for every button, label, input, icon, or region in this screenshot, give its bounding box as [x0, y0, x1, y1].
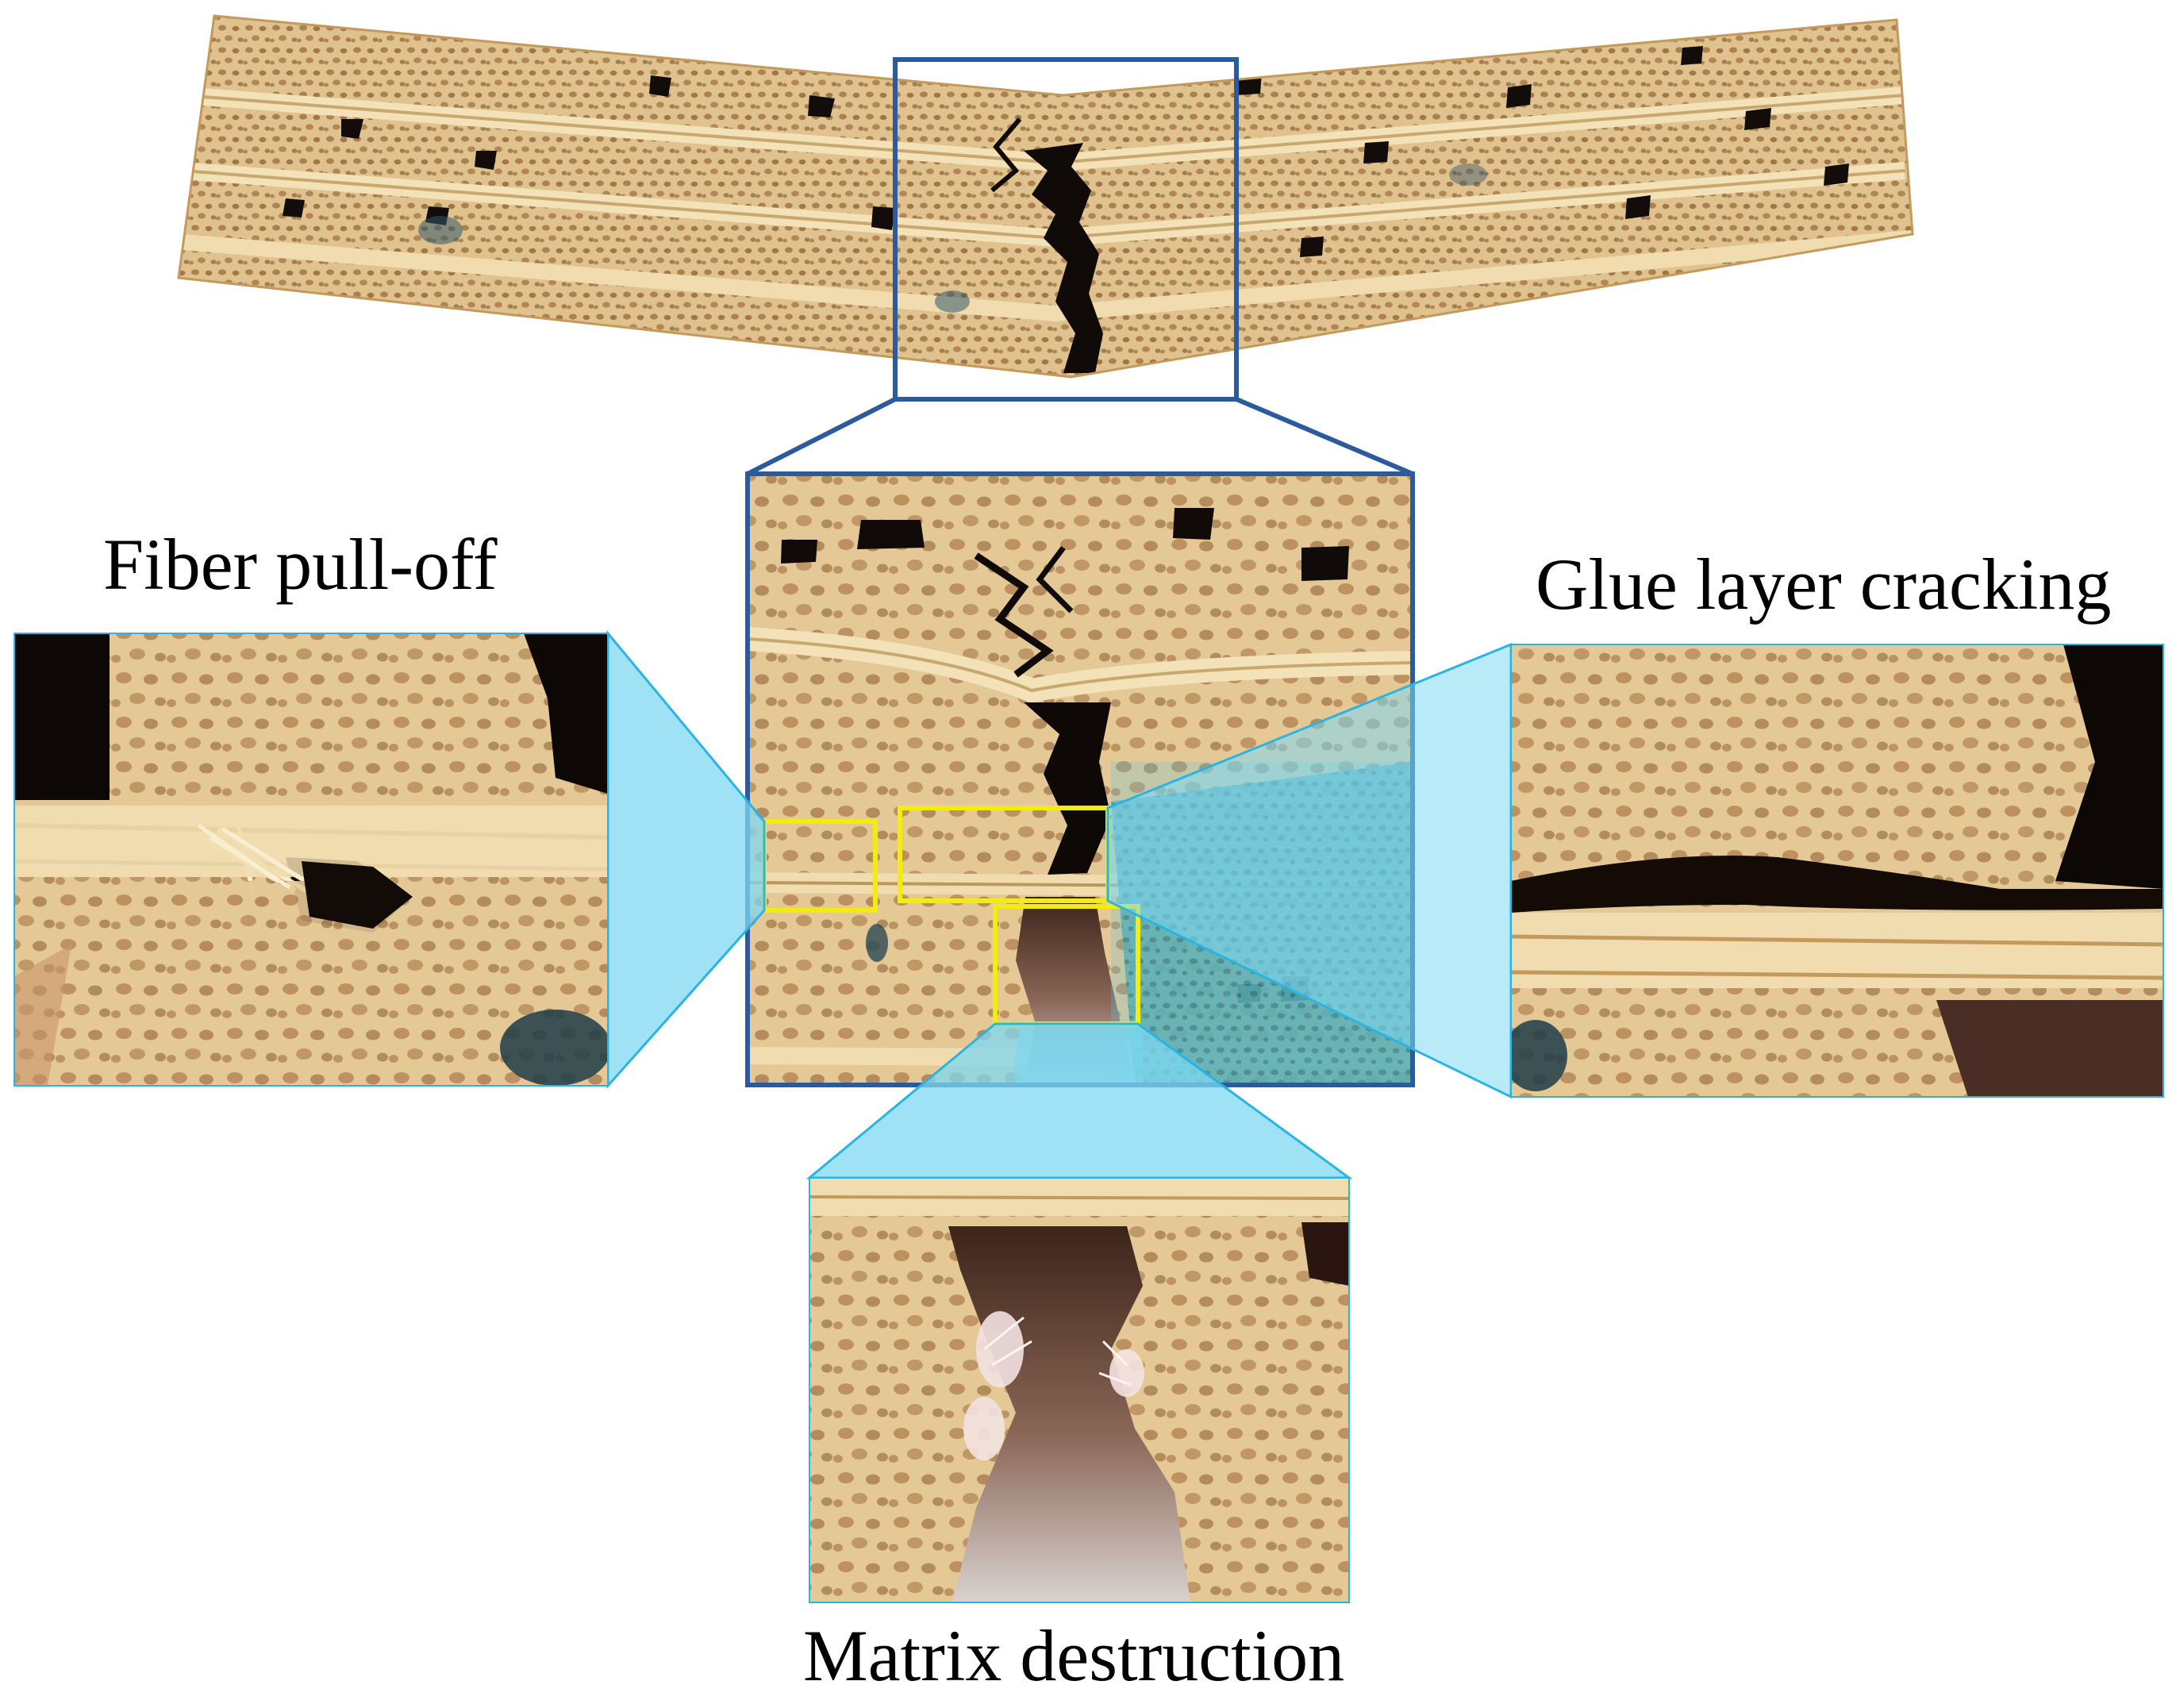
connector-left: [606, 629, 766, 1089]
fiber-pull-off-label: Fiber pull-off: [103, 524, 498, 605]
matrix-destruction-frame: [809, 1177, 1350, 1603]
glue-layer-cracking-photo: [1511, 644, 2163, 1097]
fiber-pull-off-photo: [14, 633, 608, 1086]
fiber-pull-off-frame: [13, 633, 609, 1087]
beam-outline: [177, 14, 1914, 379]
glue-layer-cracking-label: Glue layer cracking: [1536, 544, 2112, 625]
matrix-destruction-label: Matrix destruction: [803, 1615, 1345, 1696]
zoom-connector: [746, 397, 1414, 476]
matrix-destruction-photo: [809, 1178, 1349, 1602]
glue-layer-cracking-frame: [1510, 644, 2164, 1098]
